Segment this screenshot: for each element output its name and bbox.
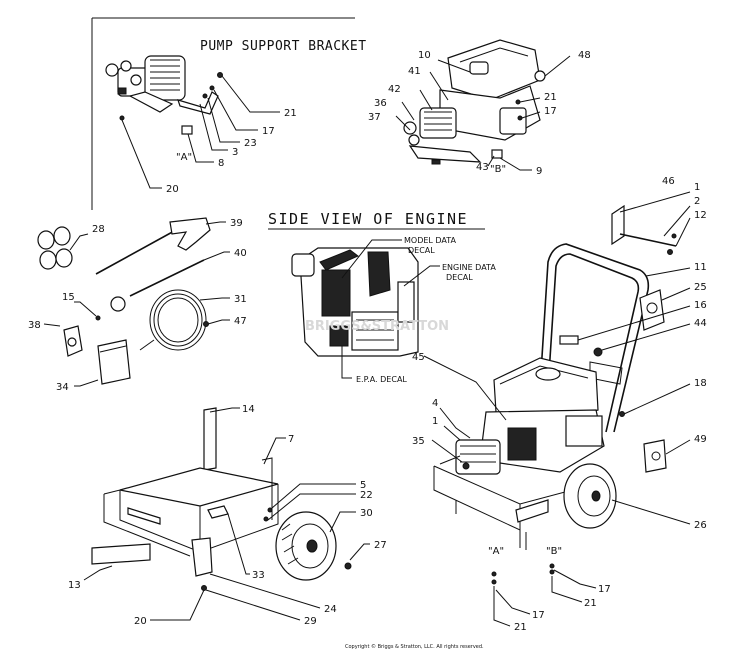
callout-17-b: 17 <box>598 584 611 595</box>
callout-47: 47 <box>234 316 247 327</box>
callout-42: 42 <box>388 84 401 95</box>
callout-37: 37 <box>368 112 381 123</box>
callout-43: 43 <box>476 162 489 173</box>
copyright-notice: Copyright © Briggs & Stratton, LLC. All … <box>345 643 484 650</box>
callout-48: 48 <box>578 50 591 61</box>
callout-28: 28 <box>92 224 105 235</box>
callout-21: 21 <box>284 108 297 119</box>
callout-29: 29 <box>304 616 317 627</box>
model-data-label-2: DECAL <box>408 246 435 255</box>
callout-30: 30 <box>360 508 373 519</box>
pump-support-bracket-inset: PUMP SUPPORT BRACKET 21 17 <box>91 17 367 210</box>
side-view-of-engine: SIDE VIEW OF ENGINE BRIGGS&STRATTON MODE… <box>268 210 496 384</box>
callout-44: 44 <box>694 318 707 329</box>
engine-data-label: ENGINE DATA <box>442 263 496 272</box>
callout-16: 16 <box>694 300 707 311</box>
callout-38: 38 <box>28 320 41 331</box>
marker-b-bottom: "B" <box>546 546 562 557</box>
callout-7: 7 <box>288 434 294 445</box>
callout-31: 31 <box>234 294 247 305</box>
pressure-washer-assembly: 1 46 2 12 11 25 16 44 18 49 26 4 1 35 45… <box>412 176 707 633</box>
callout-22: 22 <box>360 490 373 501</box>
callout-23: 23 <box>244 138 257 149</box>
engine-data-label-2: DECAL <box>446 273 473 282</box>
callout-49: 49 <box>694 434 707 445</box>
callout-35: 35 <box>412 436 425 447</box>
callout-45: 45 <box>412 352 425 363</box>
callout-18: 18 <box>694 378 707 389</box>
callout-13: 13 <box>68 580 81 591</box>
accessories: 28 39 40 15 31 47 38 34 <box>28 217 247 393</box>
callout-1: 1 <box>694 182 700 193</box>
callout-9: 9 <box>536 166 542 177</box>
callout-21-a: 21 <box>514 622 527 633</box>
callout-8: 8 <box>218 158 224 169</box>
callout-21-b: 21 <box>584 598 597 609</box>
callout-36: 36 <box>374 98 387 109</box>
callout-1-pump: 1 <box>432 416 438 427</box>
callout-17: 17 <box>262 126 275 137</box>
callout-21-top: 21 <box>544 92 557 103</box>
callout-10: 10 <box>418 50 431 61</box>
callout-26: 26 <box>694 520 707 531</box>
callout-17-top: 17 <box>544 106 557 117</box>
side-view-heading: SIDE VIEW OF ENGINE <box>268 210 468 228</box>
callout-41: 41 <box>408 66 421 77</box>
callout-25: 25 <box>694 282 707 293</box>
inset-bracket <box>119 72 223 135</box>
watermark: BRIGGS&STRATTON <box>305 319 449 334</box>
callout-33: 33 <box>252 570 265 581</box>
callout-24: 24 <box>324 604 337 615</box>
callout-3: 3 <box>232 147 238 158</box>
model-data-label: MODEL DATA <box>404 236 457 245</box>
engine-pump-assembly-top: 10 48 41 42 36 37 21 17 43 "B" 9 <box>368 39 591 177</box>
callout-34: 34 <box>56 382 69 393</box>
marker-a-inset: "A" <box>176 152 192 163</box>
callout-12: 12 <box>694 210 707 221</box>
callout-20-bottom: 20 <box>134 616 147 627</box>
callout-17-a: 17 <box>532 610 545 621</box>
callout-11: 11 <box>694 262 707 273</box>
epa-decal-label: E.P.A. DECAL <box>356 375 407 384</box>
inset-pump <box>105 55 186 113</box>
callout-46: 46 <box>662 176 675 187</box>
callout-14: 14 <box>242 404 255 415</box>
callout-2: 2 <box>694 196 700 207</box>
callout-5: 5 <box>360 480 366 491</box>
marker-b-top: "B" <box>490 164 506 175</box>
callout-40: 40 <box>234 248 247 259</box>
marker-a-bottom: "A" <box>488 546 504 557</box>
callout-27: 27 <box>374 540 387 551</box>
pump-support-bracket-heading: PUMP SUPPORT BRACKET <box>200 39 367 54</box>
callout-39: 39 <box>230 218 243 229</box>
callout-4: 4 <box>432 398 438 409</box>
callout-20: 20 <box>166 184 179 195</box>
callout-15: 15 <box>62 292 75 303</box>
frame-assembly: 14 7 5 22 30 27 13 33 24 29 20 <box>68 404 387 627</box>
